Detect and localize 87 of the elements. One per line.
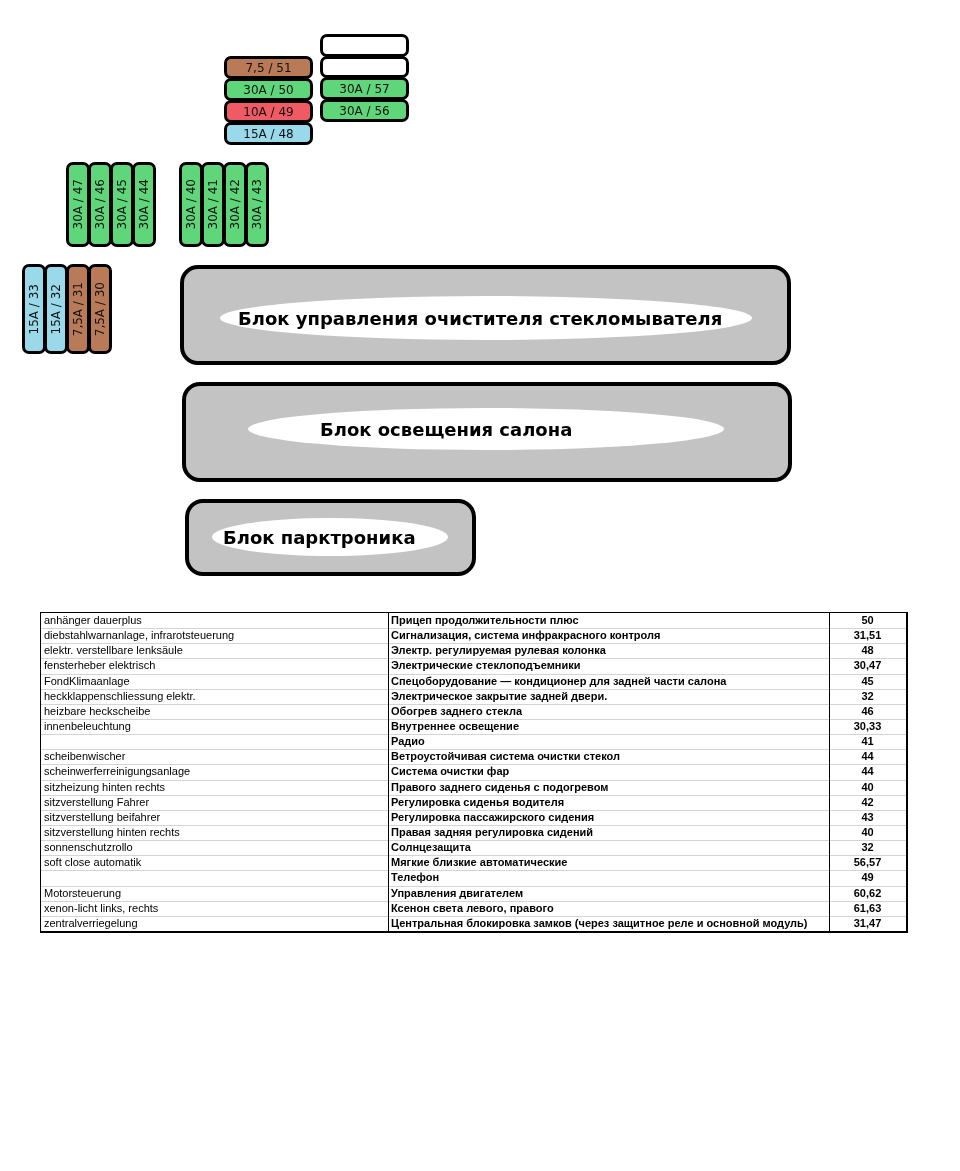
russian-term: Электрическое закрытие задней двери. bbox=[391, 690, 608, 703]
fuse-number: 48 bbox=[861, 644, 874, 657]
fuse-number: 32 bbox=[861, 841, 874, 854]
german-term: fensterheber elektrisch bbox=[44, 659, 156, 672]
russian-term: Регулировка пассажирского сидения bbox=[391, 811, 595, 824]
fuse: 30A / 44 bbox=[132, 162, 156, 247]
russian-term: Центральная блокировка замков (через защитное реле и основной модуль) bbox=[391, 917, 808, 930]
german-term: sitzverstellung Fahrer bbox=[44, 796, 150, 809]
russian-term: Система очистки фар bbox=[391, 765, 510, 778]
german-term: zentralverriegelung bbox=[44, 917, 138, 930]
fuse-number: 43 bbox=[861, 811, 874, 824]
empty-fuse-slot bbox=[320, 56, 409, 78]
module-block bbox=[182, 382, 792, 482]
russian-term: Сигнализация, система инфракрасного контроля bbox=[391, 629, 661, 642]
fuse: 30A / 41 bbox=[201, 162, 225, 247]
russian-term: Солнцезащита bbox=[391, 841, 471, 854]
russian-term: Электр. регулируемая рулевая колонка bbox=[391, 644, 606, 657]
module-block bbox=[185, 499, 476, 576]
german-term: scheinwerferreinigungsanlage bbox=[44, 765, 191, 778]
fuse-number: 49 bbox=[861, 871, 874, 884]
fuse-number: 61,63 bbox=[853, 902, 882, 915]
russian-term: Ксенон света левого, правого bbox=[391, 902, 554, 915]
german-term: anhänger dauerplus bbox=[44, 614, 142, 627]
german-term: heckklappenschliessung elektr. bbox=[44, 690, 196, 703]
german-term: innenbeleuchtung bbox=[44, 720, 131, 733]
fuse: 30A / 47 bbox=[66, 162, 90, 247]
module-label: Блок управления очистителя стекломывателя bbox=[220, 296, 752, 340]
fuse-number: 50 bbox=[861, 614, 874, 627]
russian-term: Электрические стеклоподъемники bbox=[391, 659, 581, 672]
fuse: 30A / 56 bbox=[320, 99, 409, 122]
fuse: 15A / 32 bbox=[44, 264, 68, 354]
fuse: 30A / 57 bbox=[320, 77, 409, 100]
german-term: heizbare heckscheibe bbox=[44, 705, 151, 718]
module-label: Блок освещения салона bbox=[248, 408, 724, 450]
russian-term: Управления двигателем bbox=[391, 887, 524, 900]
fuse: 7,5A / 30 bbox=[88, 264, 112, 354]
russian-term: Спецоборудование — кондиционер для задней части салона bbox=[391, 675, 727, 688]
russian-term: Регулировка сиденья водителя bbox=[391, 796, 565, 809]
german-term: xenon-licht links, rechts bbox=[44, 902, 159, 915]
fuse: 30A / 46 bbox=[88, 162, 112, 247]
fuse-number: 30,47 bbox=[853, 659, 882, 672]
russian-term: Телефон bbox=[391, 871, 440, 884]
russian-term: Мягкие близкие автоматические bbox=[391, 856, 568, 869]
fuse-number: 44 bbox=[861, 750, 874, 763]
fuse: 7,5 / 51 bbox=[224, 56, 313, 79]
german-term: diebstahlwarnanlage, infrarotsteuerung bbox=[44, 629, 235, 642]
fuse-number: 56,57 bbox=[853, 856, 882, 869]
fuse-number: 40 bbox=[861, 826, 874, 839]
fuse-number: 42 bbox=[861, 796, 874, 809]
fuse-number: 40 bbox=[861, 781, 874, 794]
fuse-number: 41 bbox=[861, 735, 874, 748]
fuse-number: 30,33 bbox=[853, 720, 882, 733]
german-term: sonnenschutzrollo bbox=[44, 841, 133, 854]
russian-term: Радио bbox=[391, 735, 425, 748]
fuse: 15A / 33 bbox=[22, 264, 46, 354]
german-term: FondKlimaanlage bbox=[44, 675, 130, 688]
fuse: 15A / 48 bbox=[224, 122, 313, 145]
russian-term: Правая задняя регулировка сидений bbox=[391, 826, 594, 839]
russian-term: Правого заднего сиденья с подогревом bbox=[391, 781, 609, 794]
fuse-number: 46 bbox=[861, 705, 874, 718]
german-term: elektr. verstellbare lenksäule bbox=[44, 644, 183, 657]
fuse: 30A / 42 bbox=[223, 162, 247, 247]
german-term: sitzverstellung beifahrer bbox=[44, 811, 161, 824]
fuse-number: 45 bbox=[861, 675, 874, 688]
fuse-number: 60,62 bbox=[853, 887, 882, 900]
fuse: 30A / 50 bbox=[224, 78, 313, 101]
fuse-number: 32 bbox=[861, 690, 874, 703]
german-term: sitzverstellung hinten rechts bbox=[44, 826, 180, 839]
russian-term: Внутреннее освещение bbox=[391, 720, 519, 733]
empty-fuse-slot bbox=[320, 34, 409, 57]
fuse: 30A / 43 bbox=[245, 162, 269, 247]
fuse: 7,5A / 31 bbox=[66, 264, 90, 354]
fuse: 10A / 49 bbox=[224, 100, 313, 123]
german-term: soft close automatik bbox=[44, 856, 142, 869]
german-term: Motorsteuerung bbox=[44, 887, 122, 900]
russian-term: Обогрев заднего стекла bbox=[391, 705, 523, 718]
fuse-number: 31,47 bbox=[853, 917, 882, 930]
russian-term: Прицеп продолжительности плюс bbox=[391, 614, 579, 627]
german-term: scheibenwischer bbox=[44, 750, 126, 763]
fuse-number: 44 bbox=[861, 765, 874, 778]
fuse: 30A / 45 bbox=[110, 162, 134, 247]
fuse-number: 31,51 bbox=[853, 629, 882, 642]
fuse: 30A / 40 bbox=[179, 162, 203, 247]
module-block bbox=[180, 265, 791, 365]
module-label: Блок парктроника bbox=[212, 518, 448, 556]
german-term: sitzheizung hinten rechts bbox=[44, 781, 166, 794]
russian-term: Ветроустойчивая система очистки стекол bbox=[391, 750, 620, 763]
